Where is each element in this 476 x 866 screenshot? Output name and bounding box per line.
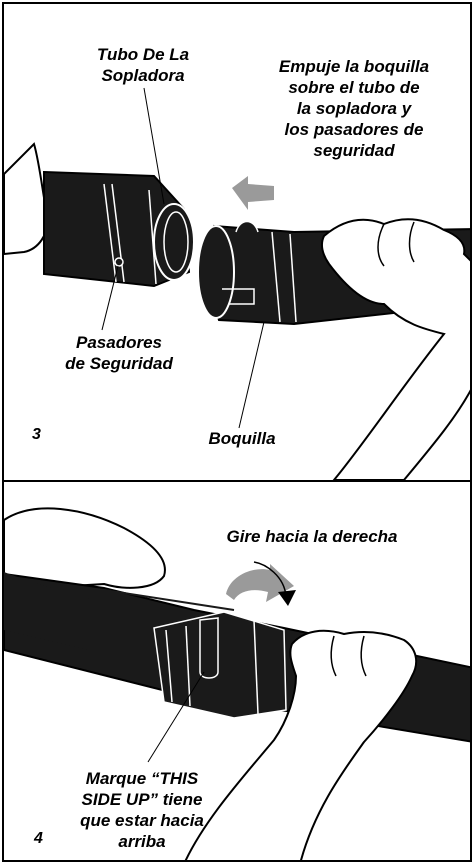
pins-label: Pasadores de Seguridad <box>44 332 194 374</box>
left-hand <box>4 507 166 592</box>
tube-leader <box>143 87 165 205</box>
mark-label-line1: Marque “THIS <box>85 769 199 788</box>
blower-tube <box>43 170 191 288</box>
step-divider <box>4 480 470 482</box>
right-hand <box>320 218 470 480</box>
safety-pin-dot <box>114 257 124 267</box>
rotate-label: Gire hacia la derecha <box>226 527 398 546</box>
mark-leader <box>147 671 205 763</box>
pins-leader <box>101 265 119 331</box>
nozzle-leader <box>238 321 265 429</box>
step4-illustration <box>4 507 470 860</box>
instruction-line5: seguridad <box>313 141 395 160</box>
mark-label-line2: SIDE UP” tiene <box>81 790 203 809</box>
rotate-clockwise-arrow-icon <box>226 564 294 602</box>
pins-label-line2: de Seguridad <box>65 354 173 373</box>
instruction-line3: la sopladora y <box>296 99 412 118</box>
nozzle-open-end <box>197 225 235 319</box>
mark-label-line3: que estar hacia <box>80 811 204 830</box>
nozzle-collar <box>153 611 287 719</box>
instruction-label: Empuje la boquilla sobre el tubo de la s… <box>242 56 466 161</box>
push-left-arrow-icon <box>232 176 274 210</box>
step-number-4: 4 <box>34 830 43 847</box>
left-hand <box>4 142 50 256</box>
step-number-3: 3 <box>32 426 41 443</box>
instruction-line2: sobre el tubo de <box>288 78 420 97</box>
tube-label-line1: Tubo De La <box>96 45 190 64</box>
instruction-line4: los pasadores de <box>284 120 424 139</box>
mark-label-line4: arriba <box>118 832 166 851</box>
pins-label-line1: Pasadores <box>76 333 162 352</box>
instruction-line1: Empuje la boquilla <box>278 57 430 76</box>
mark-label: Marque “THIS SIDE UP” tiene que estar ha… <box>52 768 232 852</box>
tube-label-line2: Sopladora <box>101 66 185 85</box>
right-hand <box>184 629 418 860</box>
step3-illustration <box>4 87 470 480</box>
nozzle-label: Boquilla <box>208 429 276 448</box>
tube-label: Tubo De La Sopladora <box>68 44 218 86</box>
